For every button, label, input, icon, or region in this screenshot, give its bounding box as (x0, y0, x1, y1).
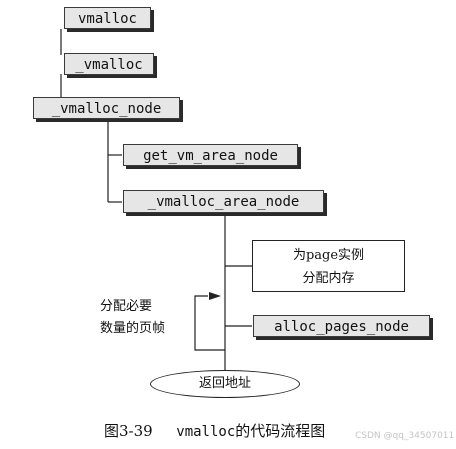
vmalloc-node: vmalloc (64, 7, 151, 29)
loop-label: 分配必要 数量的页帧 (100, 296, 190, 340)
figure-number: 图3-39 (104, 422, 153, 440)
loop-label-line-1: 分配必要 (100, 299, 153, 314)
caption-text: 的代码流程图 (235, 422, 326, 440)
loop-label-line-2: 数量的页帧 (100, 321, 166, 336)
csdn-watermark: CSDN @qq_34507011 (355, 431, 455, 441)
return-address-terminal: 返回地址 (150, 370, 300, 398)
underscore-vmalloc-node: _vmalloc (64, 53, 154, 75)
alloc-pages-node-node: alloc_pages_node (253, 315, 430, 337)
get-vm-area-node-node: get_vm_area_node (123, 144, 298, 166)
page-instance-line-2: 分配内存 (302, 271, 355, 286)
vmalloc-area-node-node: _vmalloc_area_node (123, 190, 324, 213)
figure-caption: 图3-39 vmalloc的代码流程图 (104, 420, 325, 441)
vmalloc-node-function-node: _vmalloc_node (33, 97, 180, 119)
page-instance-note: 为page实例 分配内存 (252, 240, 405, 292)
page-instance-line-1: 为page实例 (292, 248, 365, 263)
caption-function-name: vmalloc (176, 424, 236, 440)
